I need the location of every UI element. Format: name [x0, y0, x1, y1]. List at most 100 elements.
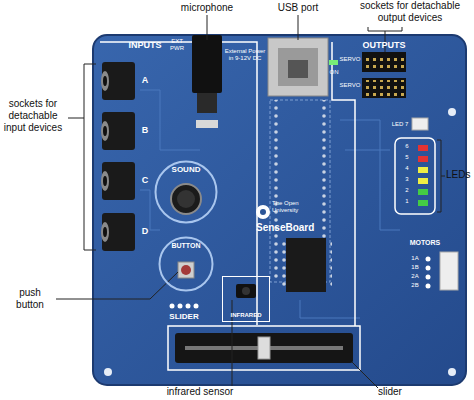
callout-label: LEDs	[446, 169, 474, 181]
leader-bracket	[68, 64, 96, 250]
leader-line	[56, 272, 178, 299]
socket-pins	[272, 100, 280, 280]
jack-hole	[103, 227, 107, 237]
section-heading: OUTPUTS	[354, 40, 414, 51]
trace	[140, 190, 160, 230]
pad	[194, 304, 199, 309]
trace	[345, 150, 390, 151]
node-label: SOUND	[172, 166, 201, 175]
board-marking: EXT PWR	[166, 38, 188, 52]
jack-hole	[103, 76, 107, 86]
push-button-symbol	[178, 262, 194, 278]
trace	[340, 120, 400, 230]
jack-ring	[101, 121, 109, 141]
trace	[140, 90, 200, 150]
board-marking: External Power in 9-12V DC	[223, 48, 267, 62]
led-number: 4	[402, 165, 412, 172]
infrared-sensor-symbol	[236, 284, 256, 298]
usb-slot	[288, 60, 308, 78]
audio-jack	[101, 162, 135, 200]
board-marking: MOTORS	[405, 239, 445, 247]
microphone-mesh	[177, 190, 195, 208]
circle-outline	[160, 238, 213, 291]
led	[418, 200, 428, 206]
led	[418, 189, 428, 195]
node-label: INFRARED	[231, 312, 262, 319]
led-number: 5	[402, 154, 412, 161]
socket-letter: B	[138, 125, 152, 136]
motor-connector	[440, 252, 458, 290]
led-number: 6	[402, 143, 412, 150]
led	[418, 145, 428, 151]
callout-label: sockets for detachable output devices	[347, 0, 473, 24]
board-traces	[140, 90, 400, 318]
usb-port-symbol	[268, 38, 328, 96]
jack-ring	[101, 222, 109, 242]
push-button-cap	[181, 265, 191, 275]
jack-ring	[101, 71, 109, 91]
motor-pads	[426, 257, 431, 289]
callout-label: sockets for detachable input devices	[0, 98, 66, 134]
infrared-box: INFRARED	[222, 276, 270, 322]
node-label: BUTTON	[171, 242, 200, 250]
jack-body	[102, 112, 135, 150]
pad	[426, 284, 431, 289]
leader-bracket	[437, 140, 445, 212]
button-circle: BUTTON	[158, 236, 214, 292]
pad	[426, 266, 431, 271]
slider-knob	[258, 337, 270, 359]
dc-jack	[192, 35, 222, 93]
trace	[300, 300, 360, 318]
led-number: 1	[402, 198, 412, 205]
infrared-lens	[242, 287, 250, 295]
board-name: SenseBoard	[256, 222, 328, 234]
leader-lines	[56, 15, 445, 388]
logo-text: The Open University	[272, 200, 318, 214]
pad	[170, 304, 175, 309]
header-pins	[364, 54, 404, 70]
ic-pins	[280, 240, 286, 290]
mounting-hole	[448, 368, 456, 376]
socket-letter: A	[138, 75, 152, 86]
pad	[426, 275, 431, 280]
pad	[426, 257, 431, 262]
led	[418, 178, 428, 184]
slider-outline	[168, 326, 360, 370]
callout-label: infrared sensor	[155, 386, 245, 398]
section-heading: INPUTS	[117, 40, 173, 51]
jack-hole	[103, 126, 107, 136]
led	[418, 167, 428, 173]
pad	[186, 304, 191, 309]
mounting-hole	[104, 368, 112, 376]
led-number: 3	[402, 176, 412, 183]
leader-line	[298, 15, 299, 40]
callout-label: microphone	[167, 2, 247, 14]
leader-line	[207, 15, 208, 40]
ic-chip	[286, 238, 326, 292]
jack-body	[102, 62, 135, 100]
mounting-hole	[448, 108, 456, 116]
ic-pins	[326, 240, 332, 290]
callout-label: slider	[370, 386, 410, 398]
microphone-symbol	[171, 184, 201, 214]
socket-letter: C	[138, 175, 152, 186]
led	[418, 156, 428, 162]
servo-header	[362, 52, 406, 72]
socket-letter: D	[138, 226, 152, 237]
servo-header	[362, 78, 406, 98]
pin-name: 2B	[408, 282, 422, 289]
jack-hole	[103, 176, 107, 186]
pin-name: 1B	[408, 264, 422, 271]
slider-symbol	[175, 333, 353, 363]
audio-jack	[101, 62, 135, 100]
board-marking: SERVO	[338, 82, 362, 89]
logo-center	[260, 209, 266, 215]
inputs-outline	[100, 42, 257, 325]
leader-line	[352, 362, 378, 388]
pin-name: 2A	[408, 273, 422, 280]
circle-outline	[156, 162, 217, 223]
usb-inner	[278, 48, 318, 86]
dc-jack-base	[197, 93, 217, 113]
power-led	[329, 60, 338, 65]
callout-label: push button	[6, 287, 54, 311]
